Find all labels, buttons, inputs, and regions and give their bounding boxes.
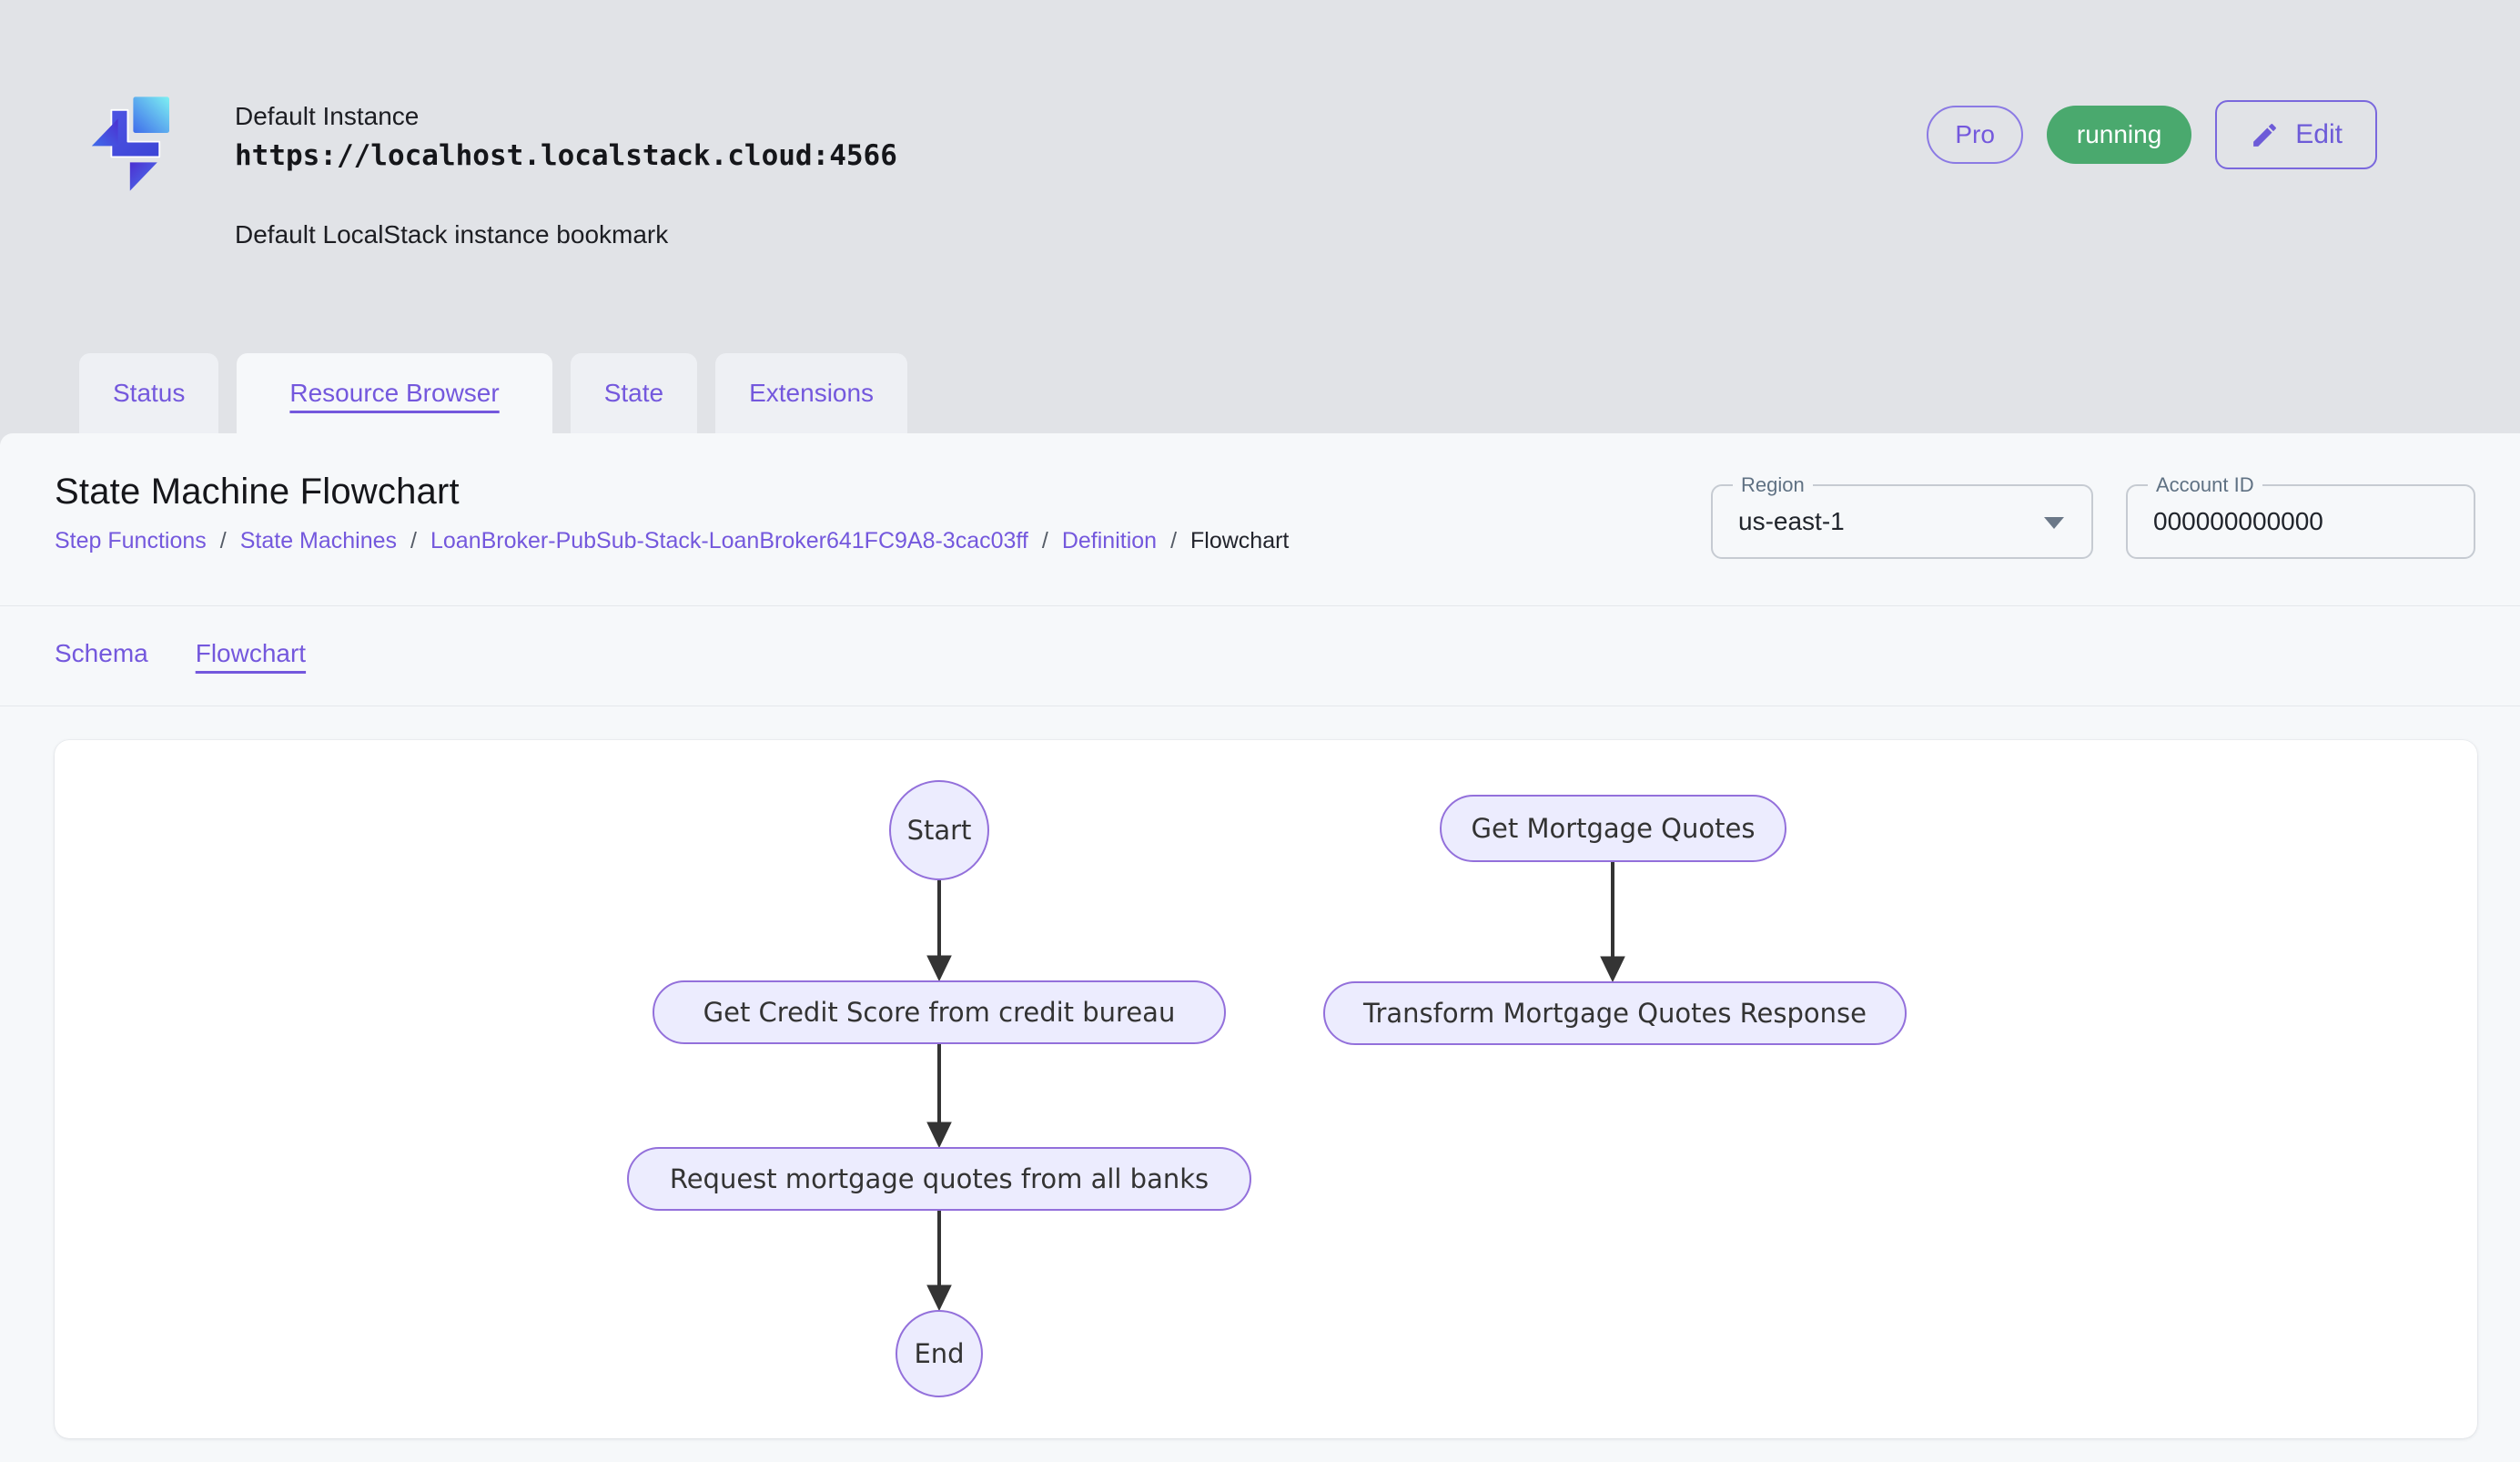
flowchart-node-get-credit-score: Get Credit Score from credit bureau (653, 980, 1226, 1044)
breadcrumb-step-functions[interactable]: Step Functions (55, 528, 207, 553)
flowchart-card: Start Get Credit Score from credit burea… (55, 740, 2477, 1438)
divider (0, 605, 2520, 606)
page-title: State Machine Flowchart (55, 472, 460, 512)
status-badge: running (2046, 106, 2192, 164)
breadcrumb-state-machines[interactable]: State Machines (239, 528, 398, 553)
pencil-icon (2253, 123, 2277, 147)
region-value: us-east-1 (1738, 507, 1845, 535)
localstack-logo (91, 96, 169, 191)
breadcrumb-state-machine-name[interactable]: LoanBroker-PubSub-Stack-LoanBroker641FC9… (430, 528, 1028, 553)
definition-sub-tabs: Schema Flowchart (55, 639, 306, 668)
account-id-label: Account ID (2148, 474, 2262, 496)
subtab-schema[interactable]: Schema (55, 639, 148, 667)
tab-status[interactable]: Status (79, 353, 219, 433)
breadcrumb-flowchart: Flowchart (1190, 528, 1290, 553)
account-id-field[interactable]: Account ID 000000000000 (2126, 474, 2475, 559)
main-tab-bar: Status Resource Browser State Extensions (79, 353, 908, 433)
breadcrumb-definition[interactable]: Definition (1061, 528, 1158, 553)
instance-description: Default LocalStack instance bookmark (235, 220, 669, 249)
resource-browser-panel: State Machine Flowchart Step Functions /… (0, 433, 2520, 1462)
tab-state[interactable]: State (570, 353, 698, 433)
flowchart-edges (926, 862, 1625, 1312)
account-id-value: 000000000000 (2153, 507, 2323, 535)
breadcrumb-separator: / (1170, 528, 1178, 553)
flowchart-node-get-mortgage-quotes: Get Mortgage Quotes (1440, 795, 1786, 862)
breadcrumb-separator: / (410, 528, 417, 553)
breadcrumb-separator: / (1041, 528, 1048, 553)
edit-button[interactable]: Edit (2215, 100, 2377, 169)
flowchart-node-start: Start (889, 780, 989, 880)
flowchart-node-request-quotes: Request mortgage quotes from all banks (627, 1147, 1251, 1211)
edit-button-label: Edit (2295, 119, 2343, 149)
region-select[interactable]: Region us-east-1 (1711, 474, 2093, 559)
chevron-down-icon (2044, 517, 2064, 529)
region-label: Region (1733, 474, 1813, 496)
breadcrumb-separator: / (219, 528, 227, 553)
breadcrumb: Step Functions / State Machines / LoanBr… (55, 528, 1289, 554)
tab-extensions[interactable]: Extensions (715, 353, 908, 433)
flowchart-node-end: End (896, 1310, 983, 1397)
pro-badge: Pro (1927, 106, 2023, 164)
instance-url: https://localhost.localstack.cloud:4566 (235, 139, 897, 172)
tab-resource-browser[interactable]: Resource Browser (237, 353, 552, 433)
instance-name: Default Instance (235, 102, 420, 130)
subtab-flowchart[interactable]: Flowchart (195, 639, 307, 667)
flowchart-node-transform-response: Transform Mortgage Quotes Response (1323, 981, 1907, 1045)
